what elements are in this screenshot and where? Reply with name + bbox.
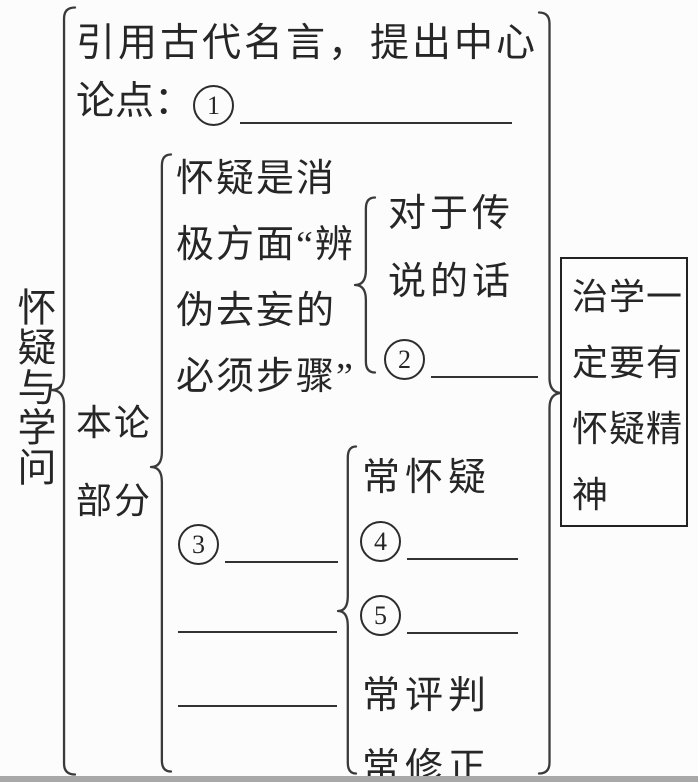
intro-line-1: 引用古代名言，提出中心 — [76, 22, 539, 65]
body-section-label: 本论 部分 — [76, 403, 153, 521]
intro-line-2-prefix: 论点： — [76, 80, 194, 123]
answer-blank-3-line-3 — [178, 705, 337, 707]
conclusion-box: 治学一 定要有 怀疑精 神 — [560, 257, 688, 527]
tradition-text: 对于传 说的话 — [388, 193, 515, 303]
doubt-action-4: 常评判 — [362, 675, 492, 717]
root-topic-label: 怀疑与学问 — [12, 287, 55, 487]
doubt-action-3-blank-row: 5 — [360, 590, 518, 636]
answer-blank-5 — [407, 632, 518, 634]
answer-blank-4 — [407, 558, 518, 560]
conclusion-text: 治学一 定要有 怀疑精 神 — [572, 277, 684, 515]
scan-edge-strip — [0, 776, 698, 782]
root-brace — [49, 6, 77, 776]
circled-number-1: 1 — [193, 85, 235, 126]
answer-blank-2 — [431, 376, 538, 378]
answer-blank-3 — [225, 561, 338, 563]
circled-number-2: 2 — [384, 339, 425, 380]
doubt-action-1: 常怀疑 — [362, 457, 492, 499]
answer-blank-3-line-2 — [178, 631, 337, 633]
doubt-actions-brace — [336, 445, 358, 775]
answer-blank-1 — [240, 122, 512, 124]
doubt-action-2-blank-row: 4 — [360, 516, 518, 562]
circled-number-3: 3 — [178, 524, 219, 565]
tradition-blank-row: 2 — [384, 334, 538, 380]
positive-aspect-blank-row: 3 — [178, 518, 338, 565]
negative-aspect-text: 怀疑是消 极方面“辨 伪去妄的 必须步骤” — [176, 158, 355, 398]
circled-number-4: 4 — [360, 521, 401, 562]
tradition-brace — [353, 196, 377, 374]
intro-line-2: 论点： 1 — [76, 78, 512, 126]
circled-number-5: 5 — [360, 595, 401, 636]
body-section-brace — [149, 153, 173, 773]
